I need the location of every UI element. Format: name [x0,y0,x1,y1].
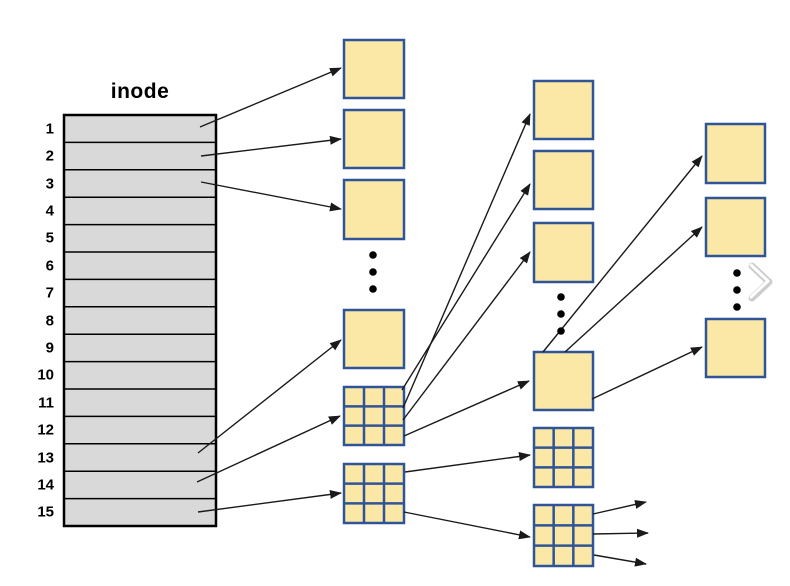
l2-ellipsis-dot [557,293,565,301]
inode-row-label-1: 1 [45,120,54,138]
l2-data-block-2 [532,149,595,211]
l2-data-block-1 [532,79,595,141]
inode-row-label-14: 14 [37,476,54,494]
arrow-inode-row-15-to-l1-pointer-grid-2 [197,489,342,513]
arrow-l2-data-block-4-to-l3-data-block-2 [564,226,703,353]
inode-row-label-4: 4 [45,202,54,220]
inode-row-label-15: 15 [37,503,54,521]
inode-row-label-5: 5 [45,229,54,247]
arrow-l1-pointer-grid-2-to-l2-pointer-grid-2 [403,511,531,540]
l3-ellipsis-dot [733,303,741,311]
l1-pointer-grid-2 [342,462,406,525]
l2-ellipsis-dot [557,310,565,318]
l2-data-block-4 [532,350,595,412]
arrow-inode-row-13-to-l1-data-block-4 [197,339,342,454]
inode-row-label-11: 11 [38,394,54,412]
inode-row-label-13: 13 [37,449,54,466]
l2-ellipsis-dot [557,327,565,335]
diagram-title: inode [110,80,170,103]
arrow-l1-pointer-grid-1-to-l2-data-block-2 [401,183,531,391]
l1-ellipsis-dot [369,251,377,259]
l1-data-block-4 [342,308,406,370]
arrow-l2-data-block-4-to-l3-data-block-3 [591,346,703,400]
inode-row-label-7: 7 [45,284,54,302]
next-chevron-icon[interactable] [748,262,773,302]
l2-pointer-grid-2 [532,503,595,568]
l3-ellipsis-dot [733,269,741,277]
arrow-l2-pointer-grid-2-to-offscreen-2 [592,528,649,538]
inode-row-label-9: 9 [45,339,54,357]
inode-table [62,113,218,528]
arrow-l1-pointer-grid-1-to-l2-data-block-1 [402,113,531,409]
l1-data-block-1 [342,38,406,100]
arrow-l2-data-block-4-to-l3-data-block-1 [542,155,703,353]
l3-data-block-1 [704,122,767,185]
l3-data-block-3 [704,317,767,379]
l1-data-block-3 [342,178,406,241]
l2-pointer-grid-1 [532,426,595,489]
inode-row-label-12: 12 [37,421,54,439]
l3-ellipsis-dot [733,286,741,294]
arrow-inode-row-2-to-l1-data-block-2 [200,135,342,157]
inode-row-label-2: 2 [45,147,54,165]
l1-ellipsis-dot [369,268,377,276]
arrow-inode-row-14-to-l1-pointer-grid-1 [196,415,341,483]
arrow-l1-pointer-grid-1-to-l2-data-block-4 [403,380,530,437]
inode-row-label-8: 8 [45,312,54,329]
l1-ellipsis-dot [369,285,377,293]
arrow-l1-pointer-grid-2-to-l2-pointer-grid-1 [404,452,531,473]
inode-row-label-6: 6 [45,257,54,275]
l2-data-block-3 [532,221,595,284]
inode-row-label-10: 10 [37,366,54,384]
l1-data-block-2 [342,108,406,170]
l3-data-block-2 [704,196,767,258]
arrow-l2-pointer-grid-2-to-offscreen-1 [592,500,647,515]
arrow-l1-pointer-grid-1-to-l2-data-block-3 [402,251,531,421]
inode-row-label-3: 3 [45,175,54,192]
arrow-l2-pointer-grid-2-to-offscreen-3 [593,554,647,567]
arrow-inode-row-3-to-l1-data-block-3 [200,181,342,212]
arrow-inode-row-1-to-l1-data-block-1 [199,67,342,128]
l1-pointer-grid-1 [342,385,406,447]
